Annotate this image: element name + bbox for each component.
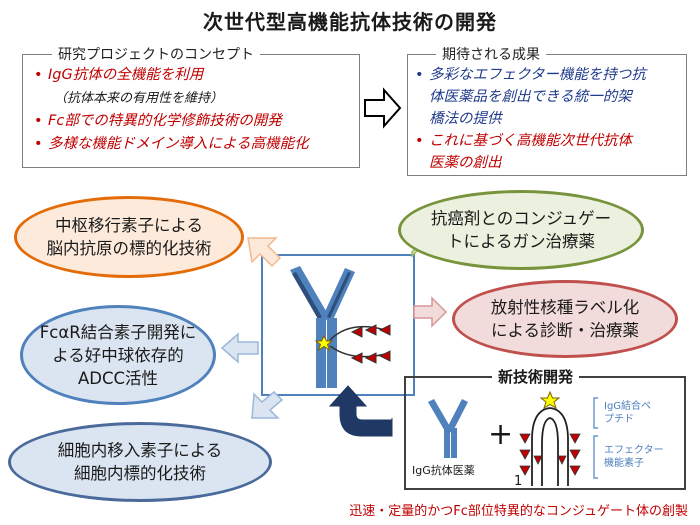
tech-to-center-arrow (328, 385, 393, 437)
peptide-tree-icon (531, 407, 569, 486)
results-label: 期待される成果 (436, 44, 546, 64)
concept-item: •Fc部での特異的化学修飾技術の開発 (34, 113, 282, 129)
concept-item: •多様な機能ドメイン導入による高機能化 (34, 136, 309, 152)
concept-item: •IgG抗体の全機能を利用 (34, 67, 204, 83)
arrow-to-cns (247, 237, 282, 268)
effector-bracket (593, 435, 598, 479)
concept-item: （抗体本来の有用性を維持） (54, 91, 224, 106)
antibody-frame (261, 254, 415, 396)
plus-sign: + (488, 417, 514, 452)
effector-triangles (350, 324, 391, 364)
star-icon (314, 334, 334, 352)
arrow-to-radio (413, 296, 448, 328)
arrow-to-intracellular (251, 390, 284, 419)
oval-anticancer: 抗癌剤とのコンジュゲートによるガン治療薬 (398, 190, 644, 270)
concept-box (22, 54, 360, 168)
arrow-to-fcar (220, 332, 259, 364)
tech-title: 新技術開発 (492, 366, 580, 387)
small-star-icon (539, 390, 561, 410)
small-effector-triangles (519, 433, 581, 476)
small-antibody-icon (428, 399, 468, 458)
effector-label: エフェクター機能素子 (604, 445, 664, 469)
igg-label: IgG抗体医薬 (412, 464, 475, 477)
footer-text: 迅速・定量的かつFc部位特異的なコンジュゲート体の創製 (349, 504, 688, 519)
results-item: •これに基づく高機能次世代抗体 医薬の創出 (415, 133, 632, 171)
peptide-label: IgG結合ペプチド (604, 401, 652, 425)
concept-label: 研究プロジェクトのコンセプト (52, 44, 260, 64)
page-title: 次世代型高機能抗体技術の開発 (203, 10, 497, 34)
results-box (407, 54, 687, 176)
oval-cns: 中枢移行素子による脳内抗原の標的化技術 (14, 196, 244, 278)
oval-intracellular: 細胞内移入素子による細胞内標的化技術 (8, 422, 272, 502)
results-item: •多彩なエフェクター機能を持つ抗 体医薬品を創出できる統一的架 橋法の提供 (415, 67, 646, 127)
number-label: 1 (514, 474, 523, 489)
results-list: •多彩なエフェクター機能を持つ抗 体医薬品を創出できる統一的架 橋法の提供 •こ… (415, 64, 646, 174)
concept-to-results-arrow (364, 87, 402, 129)
peptide-bracket (593, 397, 598, 429)
oval-radio: 放射性核種ラベル化による診断・治療薬 (452, 280, 678, 358)
antibody-icon (290, 266, 355, 388)
concept-list: •IgG抗体の全機能を利用 （抗体本来の有用性を維持） •Fc部での特異的化学修… (34, 64, 309, 156)
